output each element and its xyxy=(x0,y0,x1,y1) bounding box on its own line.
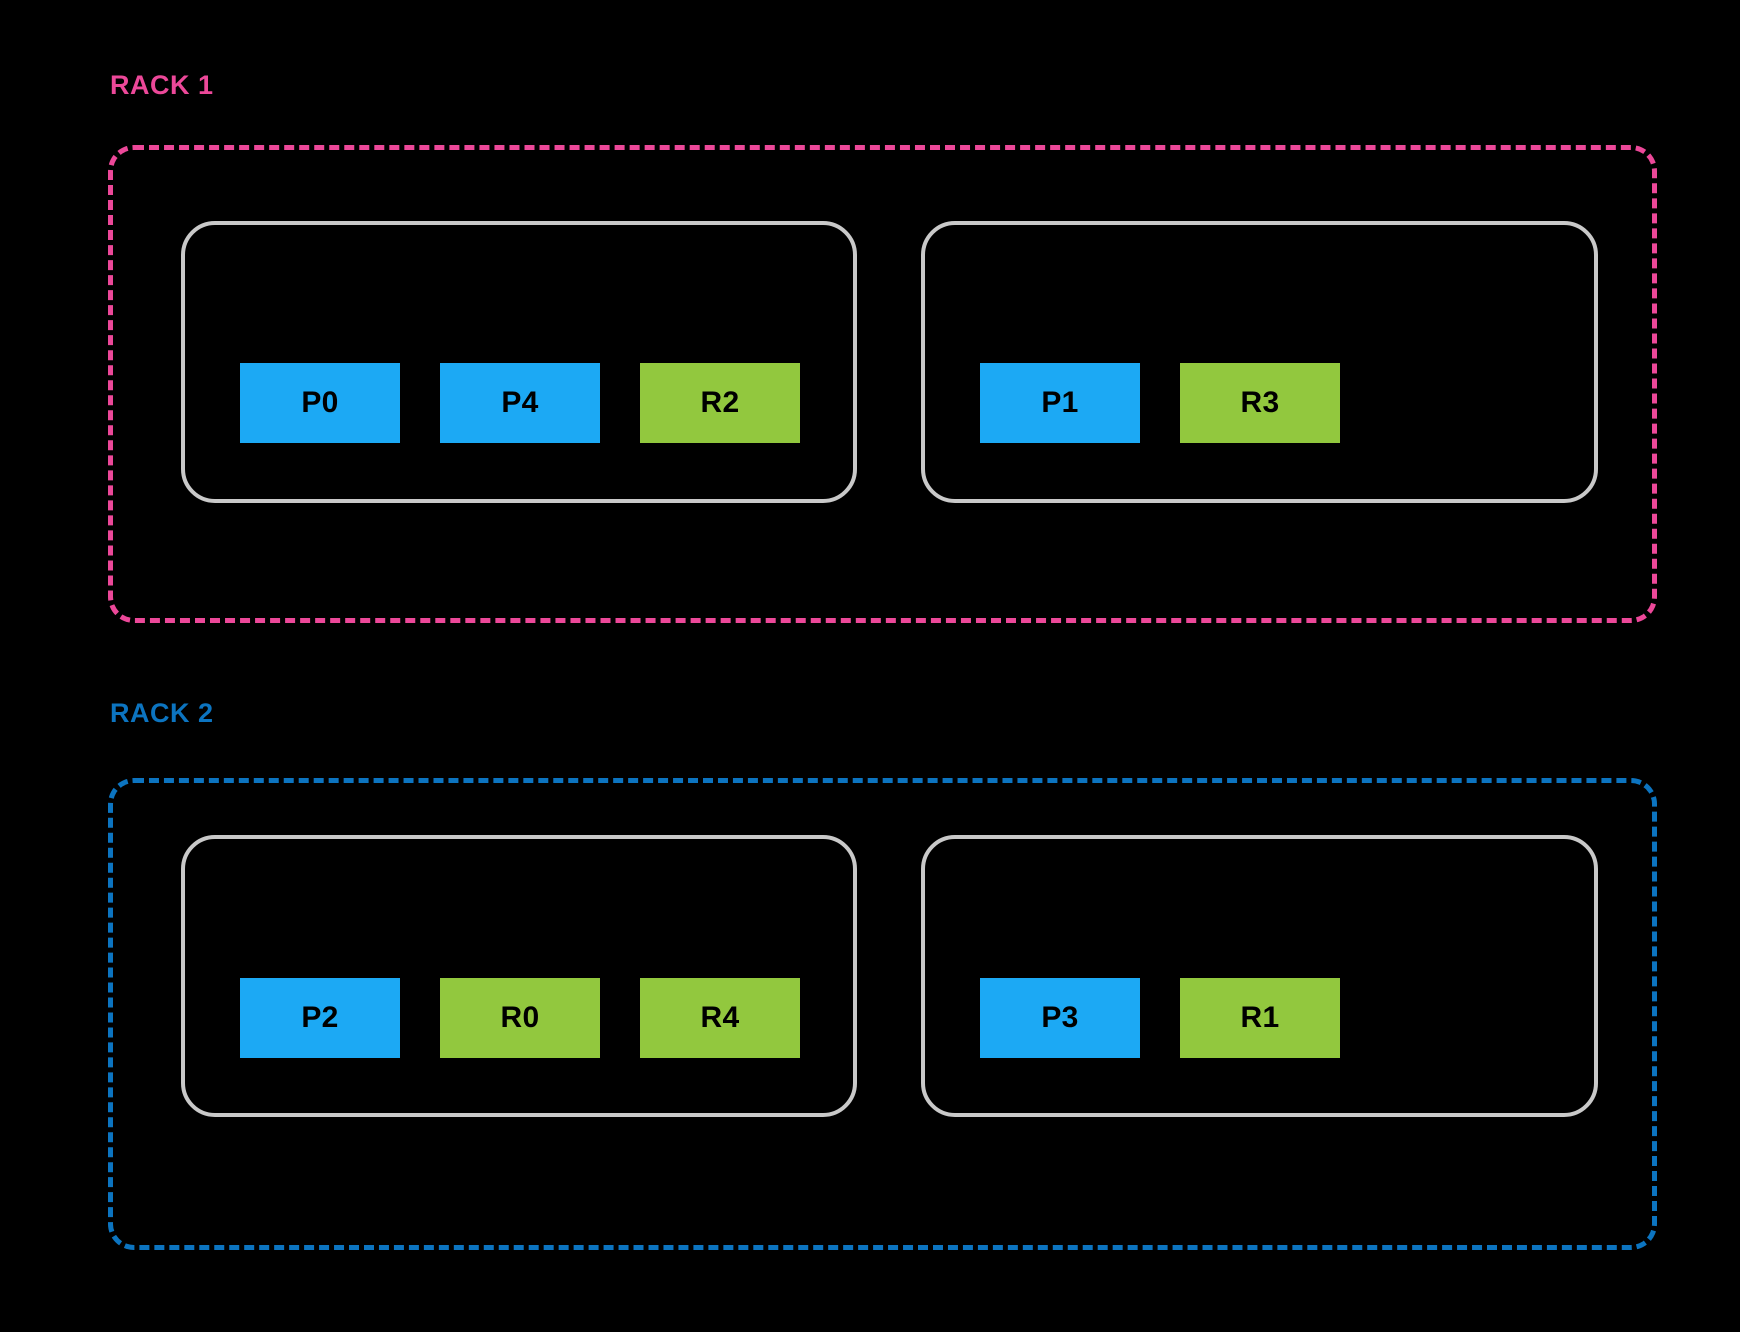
rack-boundary-2 xyxy=(108,778,1657,1250)
chip-r1[interactable]: R1 xyxy=(1180,978,1340,1058)
chip-p1[interactable]: P1 xyxy=(980,363,1140,443)
chip-r4[interactable]: R4 xyxy=(640,978,800,1058)
rack-label-1: RACK 1 xyxy=(110,70,214,100)
rack-label-2: RACK 2 xyxy=(110,698,214,728)
rack-boundary-1 xyxy=(108,145,1657,623)
chip-p4[interactable]: P4 xyxy=(440,363,600,443)
node-1[interactable] xyxy=(181,221,857,503)
node-4[interactable] xyxy=(921,835,1598,1117)
chip-p3[interactable]: P3 xyxy=(980,978,1140,1058)
node-2[interactable] xyxy=(921,221,1598,503)
node-3[interactable] xyxy=(181,835,857,1117)
chip-r0[interactable]: R0 xyxy=(440,978,600,1058)
chip-p2[interactable]: P2 xyxy=(240,978,400,1058)
chip-r2[interactable]: R2 xyxy=(640,363,800,443)
chip-p0[interactable]: P0 xyxy=(240,363,400,443)
chip-r3[interactable]: R3 xyxy=(1180,363,1340,443)
